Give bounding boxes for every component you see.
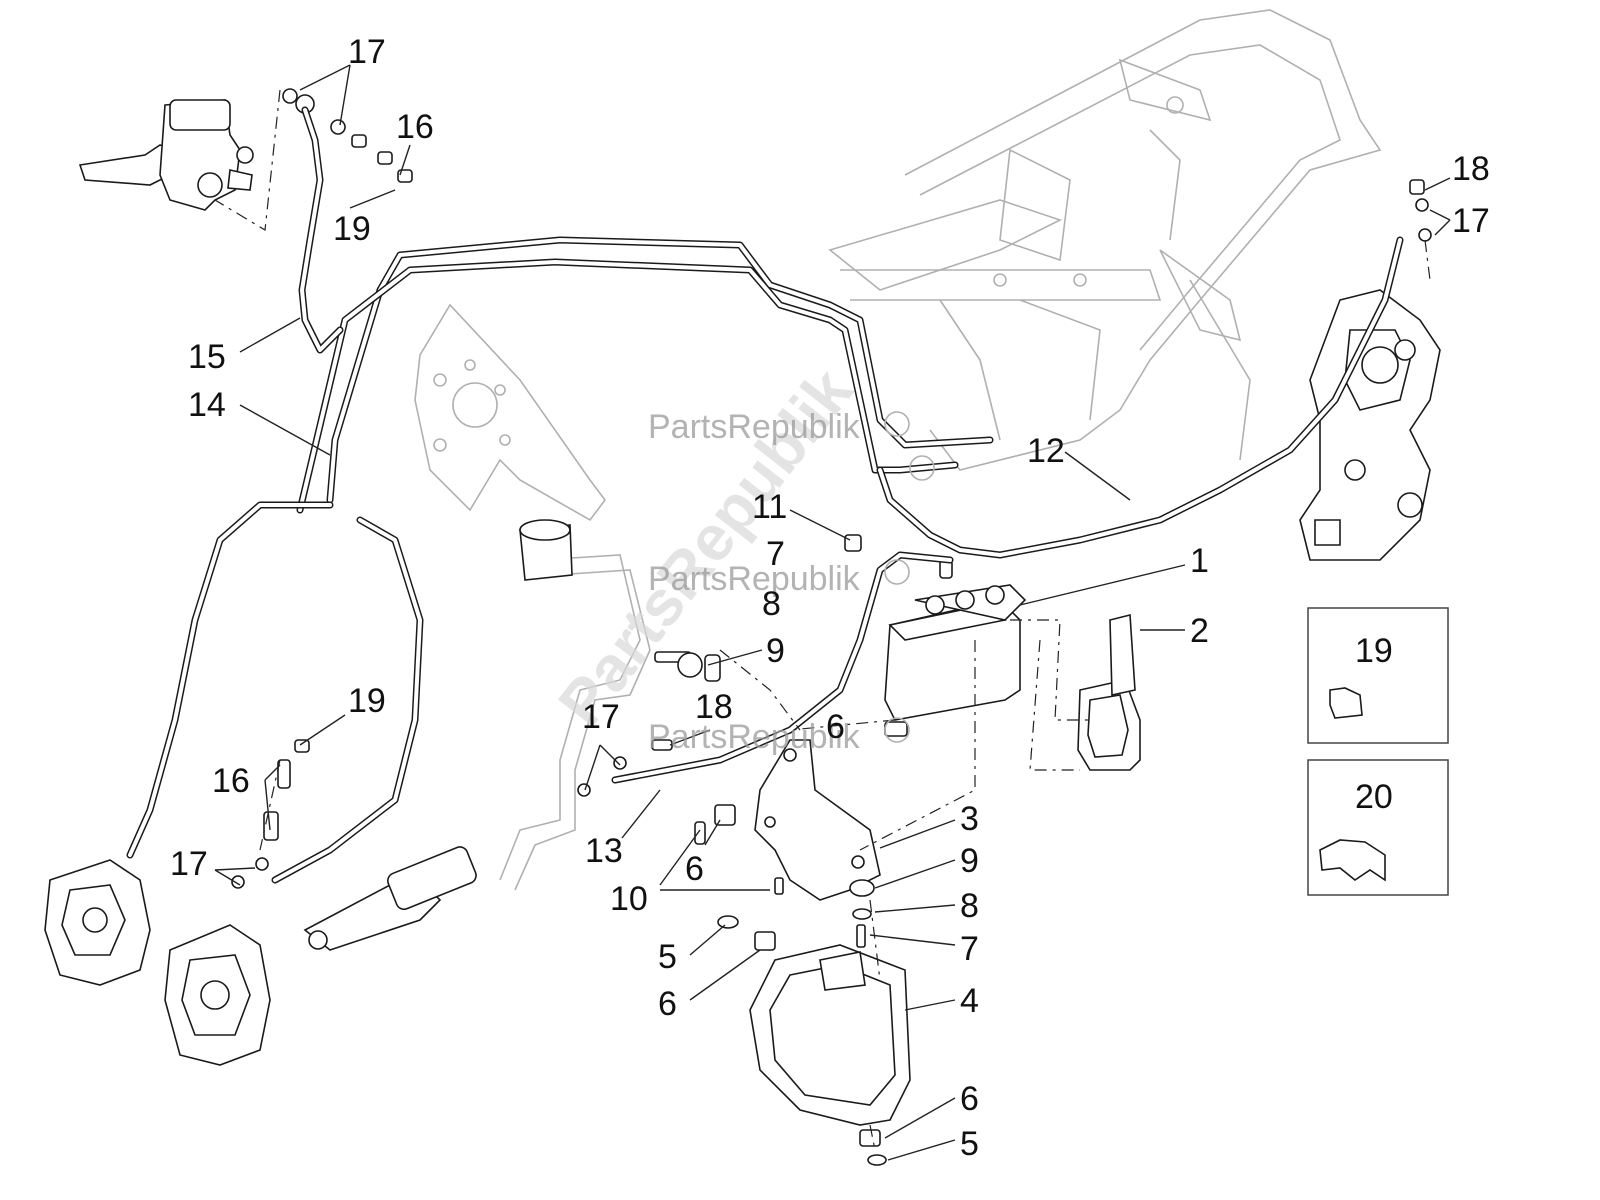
- callout-13: 13: [585, 832, 623, 870]
- rear-frame-outline: [828, 9, 1382, 471]
- callout-7: 7: [960, 930, 979, 968]
- rubber-boot: [1077, 613, 1141, 771]
- callout-4: 4: [960, 982, 979, 1020]
- callout-16: 16: [212, 762, 250, 800]
- front-brake-caliper-right: [164, 924, 271, 1066]
- leader-lines: [214, 64, 1451, 1161]
- callout-17: 17: [348, 33, 386, 71]
- callout-3: 3: [960, 800, 979, 838]
- callout-19: 19: [348, 682, 386, 720]
- watermark-top: PartsRepublik: [648, 408, 861, 446]
- assembly-lines: [214, 89, 1431, 1151]
- brake-lines: [126, 106, 1404, 884]
- callout-9: 9: [766, 632, 785, 670]
- abs-cover: [749, 944, 911, 1126]
- front-brake-caliper-left: [44, 859, 151, 986]
- callout-17: 17: [1452, 202, 1490, 240]
- callout-11: 11: [752, 488, 787, 526]
- callout-6: 6: [658, 985, 677, 1023]
- callout-8: 8: [960, 887, 979, 925]
- callout-labels: 17 16 19 15 14 18 17 12 11 7 8 9 1 2 19 …: [170, 33, 1490, 1163]
- watermark-middle: PartsRepublik: [648, 560, 861, 598]
- callout-2: 2: [1190, 612, 1209, 650]
- callout-19: 19: [1355, 632, 1393, 670]
- callout-18: 18: [695, 688, 733, 726]
- callout-14: 14: [188, 386, 226, 424]
- abs-bracket: [754, 739, 881, 901]
- callout-6: 6: [826, 708, 845, 746]
- callout-5: 5: [658, 938, 677, 976]
- callout-12: 12: [1027, 432, 1065, 470]
- callout-16: 16: [396, 108, 434, 146]
- callout-1: 1: [1190, 542, 1209, 580]
- footrest-plate-outline: [414, 303, 651, 891]
- callout-10: 10: [610, 880, 648, 918]
- detail-box-20: [1307, 759, 1449, 896]
- callout-7: 7: [766, 535, 785, 573]
- callout-15: 15: [188, 338, 226, 376]
- abs-modulator-unit: [884, 584, 1027, 721]
- rear-master-cylinder: [303, 519, 573, 951]
- callout-8: 8: [762, 585, 781, 623]
- front-master-cylinder: [78, 99, 254, 211]
- watermark-bottom: PartsRepublik: [648, 718, 861, 756]
- callout-20: 20: [1355, 778, 1393, 816]
- callout-6: 6: [960, 1080, 979, 1118]
- callout-5: 5: [960, 1125, 979, 1163]
- callout-19: 19: [333, 210, 371, 248]
- callout-9: 9: [960, 842, 979, 880]
- detail-box-19: [1307, 607, 1449, 744]
- callout-17: 17: [170, 845, 208, 883]
- callout-17: 17: [582, 698, 620, 736]
- callout-18: 18: [1452, 150, 1490, 188]
- callout-6: 6: [685, 850, 704, 888]
